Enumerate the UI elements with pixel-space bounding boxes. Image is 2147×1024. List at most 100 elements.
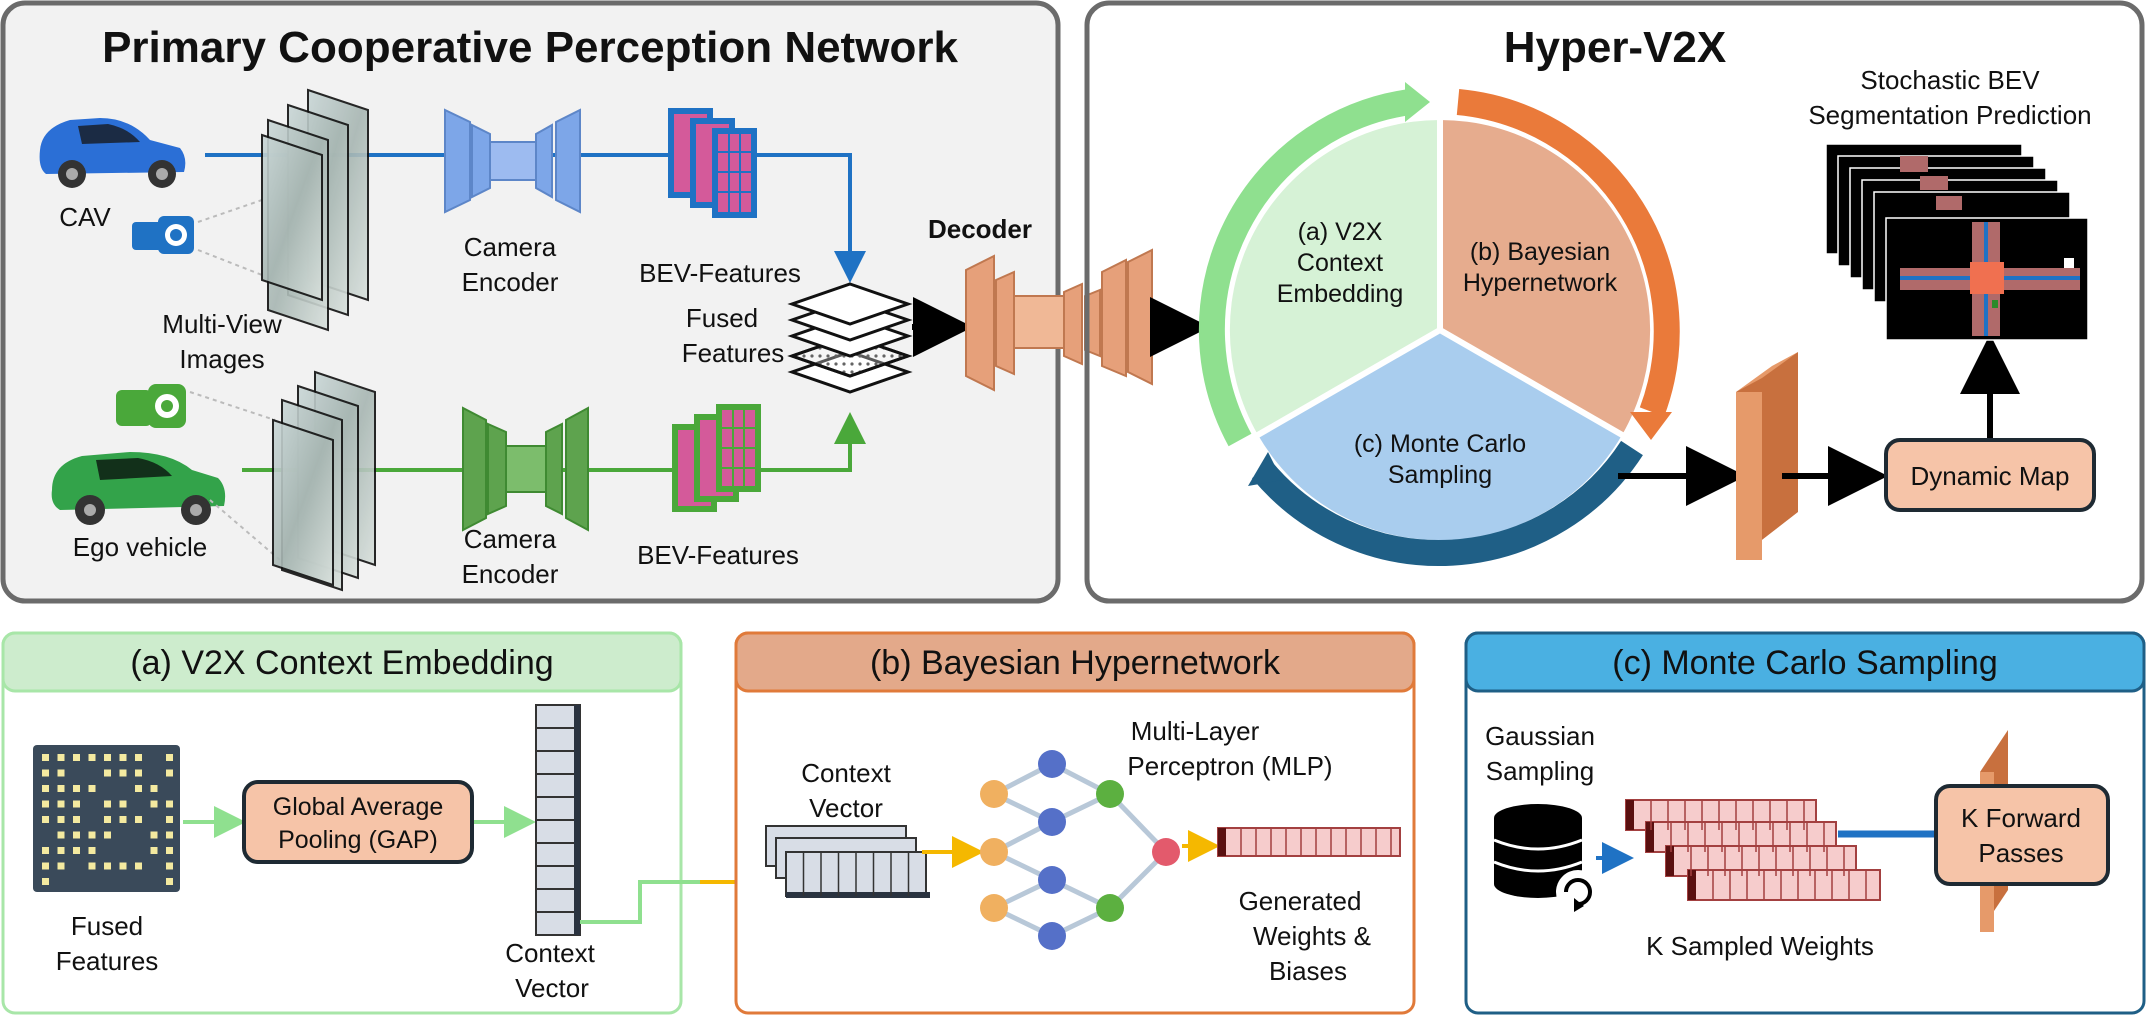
- feature-cell: [88, 847, 96, 854]
- feature-cell: [57, 862, 65, 870]
- cav-bev-label: BEV-Features: [639, 258, 801, 288]
- bayesian-panel: (b) Bayesian Hypernetwork Context Vector…: [734, 631, 1416, 1015]
- feature-cell: [119, 800, 127, 808]
- gaussian-label-line1: Gaussian: [1485, 721, 1595, 751]
- feature-cell: [57, 754, 65, 761]
- multiview-label-line2: Images: [179, 344, 264, 374]
- cav-camera-icon: [132, 216, 194, 254]
- feature-cell: [73, 816, 80, 823]
- wheel-context-line3: Embedding: [1277, 280, 1403, 308]
- k-sampled-weights: [1625, 799, 1881, 901]
- feature-cell: [88, 754, 96, 761]
- feature-cell: [166, 754, 173, 761]
- feature-cell: [88, 785, 96, 792]
- decoder-block-right: [1084, 248, 1153, 386]
- ego-encoder-label-line1: Camera: [464, 524, 557, 554]
- gaussian-label-line2: Sampling: [1486, 756, 1594, 786]
- montecarlo-panel: (c) Monte Carlo Sampling Gaussian Sampli…: [1464, 631, 2146, 1015]
- feature-cell: [88, 862, 96, 870]
- feature-cell: [42, 754, 49, 761]
- feature-cell: [104, 754, 111, 761]
- ego-vehicle-label: Ego vehicle: [73, 532, 207, 562]
- generated-label-line3: Biases: [1269, 956, 1347, 986]
- fused-features-label-line2: Features: [682, 338, 785, 368]
- feature-cell: [104, 800, 111, 808]
- feature-cell: [135, 769, 142, 777]
- dynamic-map-box: [1884, 438, 2096, 512]
- feature-cell: [73, 785, 80, 792]
- bayes-context-label-line2: Vector: [809, 793, 883, 823]
- context-fused-label-line1: Fused: [71, 911, 143, 941]
- feature-cell: [166, 831, 173, 839]
- feature-cell: [104, 816, 111, 823]
- ego-bev-label: BEV-Features: [637, 540, 799, 570]
- ego-camera-icon: [116, 384, 186, 428]
- feature-cell: [57, 831, 65, 839]
- forward-label-line2: Passes: [1978, 838, 2063, 868]
- feature-cell: [119, 769, 127, 777]
- mlp-label-line2: Perceptron (MLP): [1127, 751, 1332, 781]
- feature-cell: [150, 785, 158, 792]
- feature-cell: [150, 800, 158, 808]
- stochastic-label-line1: Stochastic BEV: [1860, 65, 2040, 95]
- decoder-block: [965, 254, 1083, 392]
- feature-cell: [57, 800, 65, 808]
- sampled-weights-label: K Sampled Weights: [1646, 931, 1874, 961]
- bayes-context-vectors: [765, 825, 930, 898]
- feature-cell: [104, 769, 111, 777]
- orange-cycle-arc: [1456, 89, 1680, 417]
- feature-cell: [73, 831, 80, 839]
- cav-camera-encoder: [444, 108, 581, 214]
- feature-cell: [119, 816, 127, 823]
- feature-cell: [119, 754, 127, 761]
- fused-features-label-line1: Fused: [686, 303, 758, 333]
- feature-cell: [57, 785, 65, 792]
- gap-box: [242, 780, 474, 864]
- primary-network-panel: Primary Cooperative Perception Network C…: [0, 0, 1083, 604]
- cav-label: CAV: [59, 202, 111, 232]
- forward-passes-box: [1934, 784, 2110, 886]
- forward-label-line1: K Forward: [1961, 803, 2081, 833]
- context-vector-label-line2: Vector: [515, 973, 589, 1003]
- feature-cell: [42, 816, 49, 823]
- wheel-bayesian-line2: Hypernetwork: [1463, 269, 1618, 297]
- generated-label-line2: Weights &: [1253, 921, 1371, 951]
- feature-cell: [42, 862, 49, 870]
- cav-to-fusion-arrow: [740, 153, 866, 283]
- wheel-context-line2: Context: [1297, 249, 1383, 277]
- stochastic-bev-predictions: [1825, 143, 2089, 341]
- bayesian-panel-title: (b) Bayesian Hypernetwork: [870, 644, 1281, 682]
- cav-car-icon: [39, 118, 186, 188]
- wheel-context-line1: (a) V2X: [1298, 218, 1383, 246]
- feature-cell: [135, 754, 142, 761]
- mlp-label-line1: Multi-Layer: [1131, 716, 1260, 746]
- montecarlo-panel-title: (c) Monte Carlo Sampling: [1612, 644, 1997, 682]
- wheel-bayesian-line1: (b) Bayesian: [1470, 238, 1610, 266]
- feature-cell: [166, 847, 173, 854]
- feature-cell: [135, 862, 142, 870]
- feature-cell: [42, 847, 49, 854]
- feature-cell: [166, 769, 173, 777]
- primary-network-title: Primary Cooperative Perception Network: [102, 23, 958, 72]
- dynamic-map-label: Dynamic Map: [1911, 461, 2070, 491]
- blue-cycle-arc: [1252, 440, 1643, 566]
- output-layer-block: [1736, 352, 1798, 560]
- context-embedding-panel: (a) V2X Context Embedding Fused Features…: [1, 631, 683, 1015]
- feature-cell: [57, 847, 65, 854]
- ego-bev-features: [672, 404, 761, 512]
- ego-multiview-images: [272, 370, 376, 592]
- hyper-wheel: [1198, 82, 1680, 566]
- cav-multiview-images: [261, 88, 369, 332]
- wheel-montecarlo-line1: (c) Monte Carlo: [1354, 430, 1526, 458]
- feature-cell: [42, 769, 49, 777]
- feature-cell: [166, 878, 173, 885]
- feature-cell: [135, 785, 142, 792]
- context-panel-title: (a) V2X Context Embedding: [130, 644, 553, 682]
- ego-car-icon: [51, 452, 226, 525]
- feature-cell: [135, 816, 142, 823]
- feature-cell: [104, 862, 111, 870]
- hyper-v2x-panel: Hyper-V2X (a) V2X Context Embedding (b) …: [1084, 0, 2145, 604]
- context-fused-label-line2: Features: [56, 946, 159, 976]
- feature-cell: [73, 754, 80, 761]
